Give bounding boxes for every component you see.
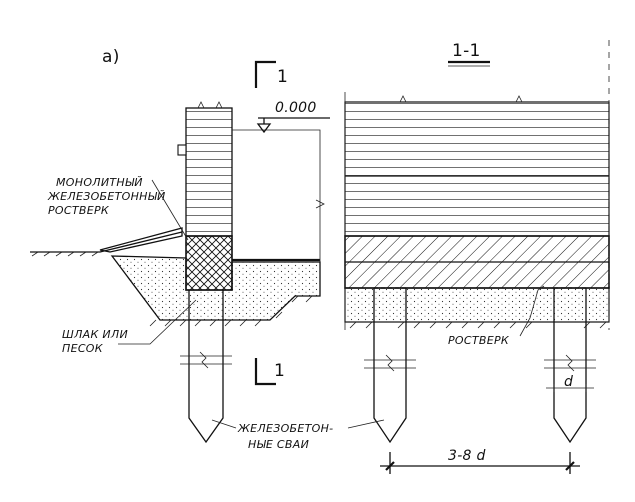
- leader-grillage-section: [519, 285, 545, 337]
- diameter-label: d: [564, 374, 573, 390]
- panel-label: а): [102, 47, 120, 67]
- room-outline: [232, 129, 321, 262]
- brick-wall: [185, 107, 233, 237]
- svg-text:МОНОЛИТНЫЙ: МОНОЛИТНЫЙ: [56, 176, 143, 189]
- leader-pile-left: [211, 419, 237, 429]
- label-grillage: РОСТВЕРК: [448, 285, 545, 347]
- room-break: [315, 199, 325, 209]
- spacing-label: 3-8 d: [448, 448, 486, 464]
- section-sand-hatch: [349, 321, 607, 329]
- ground-hatch-left: [31, 251, 99, 257]
- svg-text:НЫЕ СВАИ: НЫЕ СВАИ: [248, 438, 309, 451]
- section-wall: [344, 101, 610, 237]
- leader-grillage: [151, 179, 189, 241]
- section-wall-top-break: [399, 95, 523, 103]
- cut-mark-top-label: 1: [277, 67, 288, 87]
- elevation-label: 0.000: [275, 100, 317, 116]
- section-sand: [344, 287, 610, 323]
- pile-section-2: [553, 288, 587, 444]
- pile-left-break: [180, 351, 232, 369]
- blind-area: [99, 227, 183, 253]
- pile-section-1: [373, 288, 407, 444]
- label-slag-sand: ШЛАК ИЛИ ПЕСОК: [62, 299, 197, 355]
- leader-sand: [118, 299, 197, 345]
- svg-text:ЖЕЛЕЗОБЕТОННЫЙ: ЖЕЛЕЗОБЕТОННЫЙ: [47, 190, 166, 203]
- section-title: 1-1: [452, 41, 481, 61]
- pile-section-2-break: [544, 354, 596, 372]
- section-cut-bottom: 1: [254, 358, 285, 386]
- section-view: 1-1 d 3-8 d: [344, 40, 610, 474]
- elevation-marker: [256, 117, 330, 134]
- svg-text:ШЛАК ИЛИ: ШЛАК ИЛИ: [62, 328, 128, 341]
- pile-section-1-break: [364, 354, 416, 372]
- section-cut-top: 1: [254, 60, 288, 88]
- label-rc-piles: ЖЕЛЕЗОБЕТОН- НЫЕ СВАИ: [211, 419, 385, 451]
- cut-mark-bottom-label: 1: [274, 361, 285, 381]
- trench-bottom-hatch: [149, 295, 313, 327]
- diameter-dimension: [546, 384, 594, 392]
- leader-pile-right: [347, 419, 385, 429]
- left-view: 0.000: [30, 100, 330, 444]
- pile-left: [188, 290, 224, 444]
- svg-text:РОСТВЕРК: РОСТВЕРК: [48, 204, 110, 217]
- wall-ledge: [177, 144, 187, 156]
- svg-text:ПЕСОК: ПЕСОК: [62, 342, 104, 355]
- svg-text:РОСТВЕРК: РОСТВЕРК: [448, 334, 510, 347]
- spacing-dimension: [380, 452, 580, 474]
- monolithic-grillage: [185, 235, 233, 291]
- svg-text:ЖЕЛЕЗОБЕТОН-: ЖЕЛЕЗОБЕТОН-: [237, 422, 333, 435]
- wall-break-mark: [197, 101, 223, 109]
- ground-line-left: [30, 231, 183, 253]
- spacing-ticks: [385, 461, 575, 471]
- label-grillage-monolithic: МОНОЛИТНЫЙ ЖЕЛЕЗОБЕТОННЫЙ РОСТВЕРК: [47, 176, 189, 241]
